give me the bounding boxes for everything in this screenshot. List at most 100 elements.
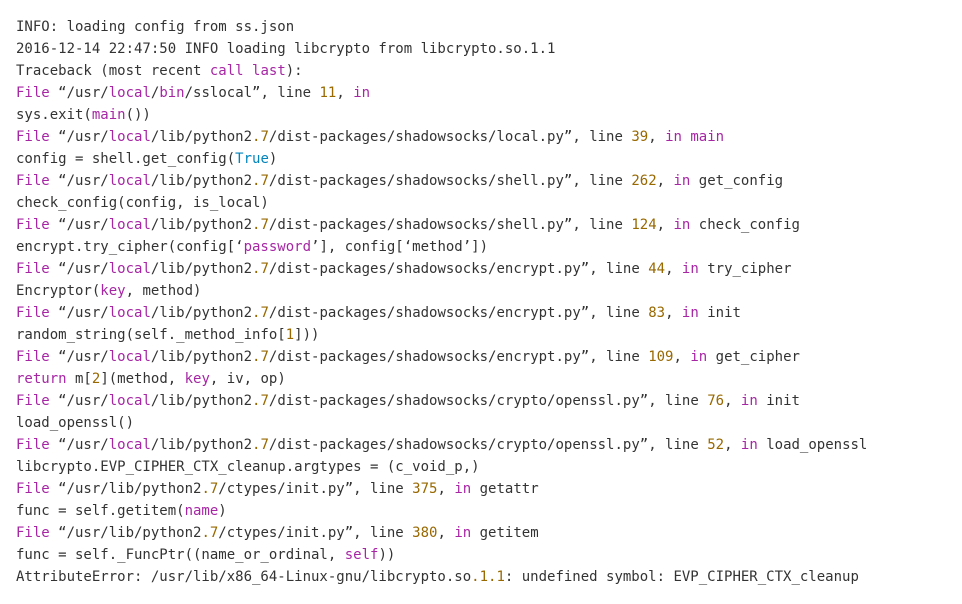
- code-text: /lib/python2: [150, 173, 253, 189]
- code-text: load_openssl: [757, 437, 868, 453]
- code-text: “/usr/: [49, 85, 109, 101]
- code-number: .7: [252, 305, 269, 321]
- code-keyword: File: [16, 525, 50, 541]
- code-number: 83: [648, 305, 666, 321]
- code-number: 39: [631, 129, 649, 145]
- code-builtin: True: [235, 151, 269, 167]
- code-keyword: File: [16, 393, 50, 409]
- code-text: ])): [294, 327, 320, 343]
- code-text: “/usr/: [49, 349, 109, 365]
- code-keyword: File: [16, 349, 50, 365]
- code-keyword: last: [252, 63, 286, 79]
- code-text: /lib/python2: [150, 217, 253, 233]
- code-text: init: [757, 393, 800, 409]
- traceback-code-block: INFO: loading config from ss.json 2016-12…: [16, 16, 956, 588]
- code-text: “/usr/lib/python2: [49, 481, 202, 497]
- code-text: /dist-packages/shadowsocks/encrypt.py”, …: [268, 305, 649, 321]
- code-text: ,: [724, 393, 741, 409]
- code-line: File “/usr/local/lib/python2.7/dist-pack…: [16, 346, 956, 368]
- code-text: /: [150, 85, 160, 101]
- code-line: check_config(config, is_local): [16, 192, 956, 214]
- code-keyword: in: [681, 305, 699, 321]
- code-keyword: File: [16, 129, 50, 145]
- code-number: 11: [319, 85, 337, 101]
- code-text: ](method,: [100, 371, 185, 387]
- code-text: )): [378, 547, 396, 563]
- code-line: File “/usr/lib/python2.7/ctypes/init.py”…: [16, 478, 956, 500]
- code-number: .1.1: [471, 569, 505, 585]
- code-keyword: main: [690, 129, 725, 145]
- code-number: .7: [201, 525, 219, 541]
- code-keyword: call: [209, 63, 244, 79]
- code-keyword: in: [673, 173, 691, 189]
- code-line: libcrypto.EVP_CIPHER_CTX_cleanup.argtype…: [16, 456, 956, 478]
- code-text: /ctypes/init.py”, line: [218, 481, 413, 497]
- code-line: 2016-12-14 22:47:50 INFO loading libcryp…: [16, 38, 956, 60]
- code-text: func = self.getitem(: [16, 503, 185, 519]
- code-text: init: [698, 305, 741, 321]
- code-text: ,: [437, 525, 455, 541]
- code-number: 76: [707, 393, 725, 409]
- code-text: AttributeError: /usr/lib/x86_64-Linux-gn…: [16, 569, 472, 585]
- code-number: 124: [631, 217, 657, 233]
- code-text: /dist-packages/shadowsocks/local.py”, li…: [268, 129, 632, 145]
- code-keyword: local: [108, 85, 151, 101]
- code-text: ,: [656, 173, 674, 189]
- code-number: .7: [252, 437, 269, 453]
- code-text: ,: [673, 349, 691, 365]
- code-number: .7: [252, 393, 269, 409]
- code-line: Encryptor(key, method): [16, 280, 956, 302]
- code-keyword: File: [16, 305, 50, 321]
- code-keyword: in: [454, 481, 472, 497]
- code-text: ,: [437, 481, 455, 497]
- code-text: ()): [125, 107, 151, 123]
- code-text: ,: [665, 261, 682, 277]
- code-text: INFO: loading config from ss.json: [16, 19, 295, 35]
- code-number: .7: [252, 349, 269, 365]
- code-keyword: in: [454, 525, 472, 541]
- code-text: “/usr/: [49, 217, 109, 233]
- code-number: 262: [631, 173, 657, 189]
- code-line: File “/usr/lib/python2.7/ctypes/init.py”…: [16, 522, 956, 544]
- code-keyword: local: [108, 305, 151, 321]
- code-keyword: in: [681, 261, 699, 277]
- code-text: 2016-12-14 22:47:50 INFO loading libcryp…: [16, 41, 556, 57]
- code-line: File “/usr/local/lib/python2.7/dist-pack…: [16, 214, 956, 236]
- code-line: File “/usr/local/lib/python2.7/dist-pack…: [16, 390, 956, 412]
- code-text: sys.exit(: [16, 107, 92, 123]
- code-keyword: in: [690, 349, 708, 365]
- code-text: load_openssl(): [16, 415, 135, 431]
- code-line: func = self._FuncPtr((name_or_ordinal, s…: [16, 544, 956, 566]
- code-text: getitem: [471, 525, 539, 541]
- code-keyword: in: [740, 437, 758, 453]
- code-number: .7: [252, 129, 269, 145]
- code-keyword: main: [91, 107, 126, 123]
- code-text: Traceback (most recent: [16, 63, 210, 79]
- code-keyword: password: [243, 239, 312, 255]
- code-text: ’], config[‘method’]): [311, 239, 489, 255]
- code-keyword: return: [16, 371, 67, 387]
- code-number: 109: [648, 349, 674, 365]
- code-keyword: local: [108, 261, 151, 277]
- code-text: , method): [125, 283, 202, 299]
- code-number: 1: [285, 327, 295, 343]
- code-text: /lib/python2: [150, 305, 253, 321]
- code-keyword: in: [740, 393, 758, 409]
- code-line: File “/usr/local/lib/python2.7/dist-pack…: [16, 126, 956, 148]
- code-text: Encryptor(: [16, 283, 101, 299]
- code-line: encrypt.try_cipher(config[‘password’], c…: [16, 236, 956, 258]
- code-keyword: File: [16, 481, 50, 497]
- code-keyword: File: [16, 261, 50, 277]
- code-text: /lib/python2: [150, 393, 253, 409]
- code-keyword: File: [16, 173, 50, 189]
- code-line: AttributeError: /usr/lib/x86_64-Linux-gn…: [16, 566, 956, 588]
- code-keyword: File: [16, 217, 50, 233]
- code-text: encrypt.try_cipher(config[‘: [16, 239, 244, 255]
- code-text: “/usr/: [49, 437, 109, 453]
- code-line: load_openssl(): [16, 412, 956, 434]
- code-text: /lib/python2: [150, 129, 253, 145]
- code-number: 380: [412, 525, 438, 541]
- code-line: File “/usr/local/lib/python2.7/dist-pack…: [16, 434, 956, 456]
- code-text: /dist-packages/shadowsocks/encrypt.py”, …: [268, 261, 649, 277]
- code-text: “/usr/: [49, 305, 109, 321]
